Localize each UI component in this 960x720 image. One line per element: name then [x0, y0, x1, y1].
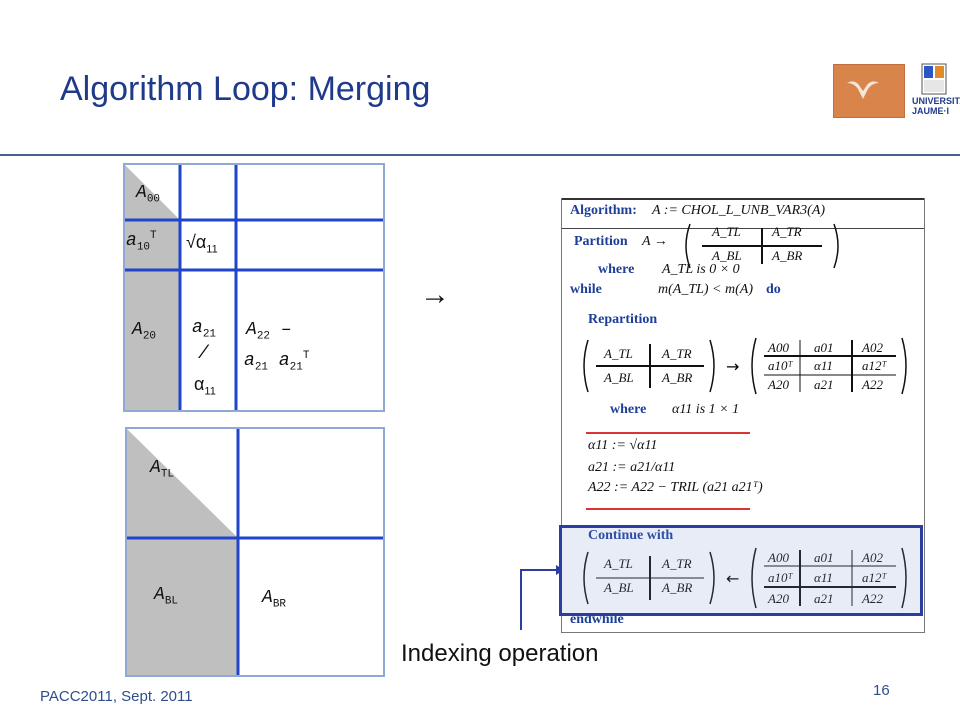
label-alpha11-divisor: α11 [194, 374, 216, 398]
c-abl: A_BL [604, 580, 634, 595]
texas-longhorn-logo [833, 64, 905, 118]
algorithm-signature: A := CHOL_L_UNB_VAR3(A) [652, 203, 826, 218]
where-keyword-2: where [610, 402, 647, 417]
repartition-keyword: Repartition [588, 312, 658, 327]
c3-a01: a01 [814, 550, 834, 565]
r-atl: A_TL [604, 346, 633, 361]
r-abl: A_BL [604, 370, 634, 385]
indexing-operation-label: Indexing operation [401, 640, 599, 667]
r3-a12t: a12ᵀ [862, 358, 887, 373]
label-a20: A20 [132, 320, 157, 343]
c-atr: A_TR [662, 556, 692, 571]
bottom-matrix-grid [125, 427, 385, 677]
r3-alpha11: α11 [814, 358, 833, 373]
stmt-a21: a21 := a21/α11 [588, 460, 676, 475]
slide-title: Algorithm Loop: Merging [60, 70, 431, 108]
label-slash: / [198, 344, 209, 364]
r3-a01: a01 [814, 340, 834, 355]
c-abr: A_BR [662, 580, 693, 595]
label-a00: A00 [136, 183, 161, 206]
r3-a02: A02 [862, 340, 883, 355]
r3-a21: a21 [814, 377, 834, 392]
svg-text:←: ← [726, 569, 739, 588]
transform-arrow: → [420, 278, 450, 311]
p-atr: A_TR [772, 224, 802, 239]
longhorn-icon [847, 81, 879, 99]
p-atl: A_TL [712, 224, 741, 239]
label-sqrt-alpha11: √α11 [186, 232, 218, 256]
algorithm-header [562, 198, 924, 229]
where-expr-1: A_TL is 0 × 0 [662, 262, 740, 277]
c3-a20: A20 [768, 591, 789, 606]
c3-a21: a21 [814, 591, 834, 606]
svg-text:→: → [726, 357, 739, 376]
r3-a22: A22 [862, 377, 883, 392]
label-abr: ABR [262, 588, 287, 611]
p-abl: A_BL [712, 248, 742, 263]
do-keyword: do [766, 282, 781, 297]
c3-a10t: a10ᵀ [768, 570, 793, 585]
c3-a12t: a12ᵀ [862, 570, 887, 585]
top-matrix-grid [123, 163, 385, 412]
r-abr: A_BR [662, 370, 693, 385]
c3-a22: A22 [862, 591, 883, 606]
stmt-a22: A22 := A22 − TRIL (a21 a21ᵀ) [588, 480, 763, 495]
while-condition: m(A_TL) < m(A) [658, 282, 753, 297]
uji-text-line1: UNIVERSITAT [912, 96, 960, 106]
universitat-jaume-i-logo: UNIVERSITAT JAUME·I [912, 62, 960, 118]
label-a22-update: A22 – [246, 320, 292, 343]
continue-keyword: Continue with [588, 528, 674, 543]
p-abr: A_BR [772, 248, 803, 263]
where-expr-2: α11 is 1 × 1 [672, 402, 740, 417]
continue-matrices: ← [583, 547, 907, 609]
red-rule-bottom [586, 508, 750, 510]
label-atl: ATL [150, 458, 175, 481]
r-atr: A_TR [662, 346, 692, 361]
red-rule-top [586, 432, 750, 434]
label-a10t: a10T [126, 230, 157, 254]
r3-a20: A20 [768, 377, 789, 392]
label-abl: ABL [154, 585, 179, 608]
repartition-matrices: → [583, 337, 907, 395]
c3-a02: A02 [862, 550, 883, 565]
partition-2x2-matrix [685, 223, 839, 269]
c3-alpha11: α11 [814, 570, 833, 585]
r3-a10t: a10ᵀ [768, 358, 793, 373]
stmt-alpha11: α11 := √α11 [588, 438, 658, 453]
algorithm-pane: Algorithm: A := CHOL_L_UNB_VAR3(A) Parti… [561, 198, 925, 633]
algorithm-label: Algorithm: [570, 203, 637, 218]
uji-text-line2: JAUME·I [912, 106, 950, 116]
r3-a00: A00 [768, 340, 789, 355]
c3-a00: A00 [768, 550, 789, 565]
label-a21: a21 [192, 318, 217, 341]
label-a21-a21t: a21 a21T [244, 350, 310, 374]
while-keyword: while [570, 282, 602, 297]
where-keyword-1: where [598, 262, 635, 277]
page-number: 16 [873, 682, 890, 699]
title-divider [0, 154, 960, 156]
footer-text: PACC2011, Sept. 2011 [40, 688, 193, 705]
partition-keyword: Partition [574, 234, 628, 249]
partition-expr: A → [642, 234, 668, 249]
c-atl: A_TL [604, 556, 633, 571]
continue-highlight-box [559, 525, 923, 616]
indexing-connector [520, 565, 564, 630]
